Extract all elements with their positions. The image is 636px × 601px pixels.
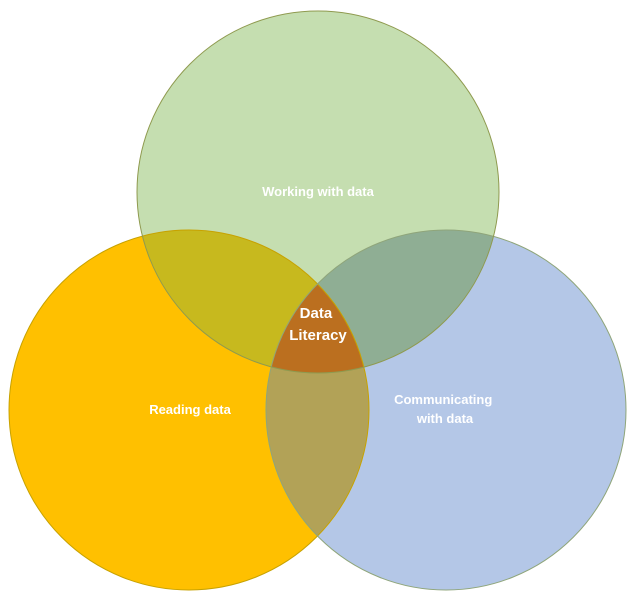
reading-data-outline bbox=[8, 229, 370, 591]
working-communicating-overlap bbox=[266, 230, 499, 373]
communicating-data-label-line-2: with data bbox=[416, 411, 474, 426]
communicating-data-label: Communicating with data bbox=[394, 392, 496, 426]
reading-data-label: Reading data bbox=[149, 402, 231, 417]
data-literacy-label-line-1: Data bbox=[300, 305, 333, 322]
data-literacy-label-line-2: Literacy bbox=[289, 327, 347, 344]
working-data-label: Working with data bbox=[262, 184, 374, 199]
communicating-data-label-line-1: Communicating bbox=[394, 392, 492, 407]
working-reading-overlap bbox=[137, 230, 369, 373]
communicating-data-outline bbox=[265, 229, 627, 591]
data-literacy-label: Data Literacy bbox=[289, 305, 347, 344]
working-data-outline bbox=[136, 10, 500, 374]
